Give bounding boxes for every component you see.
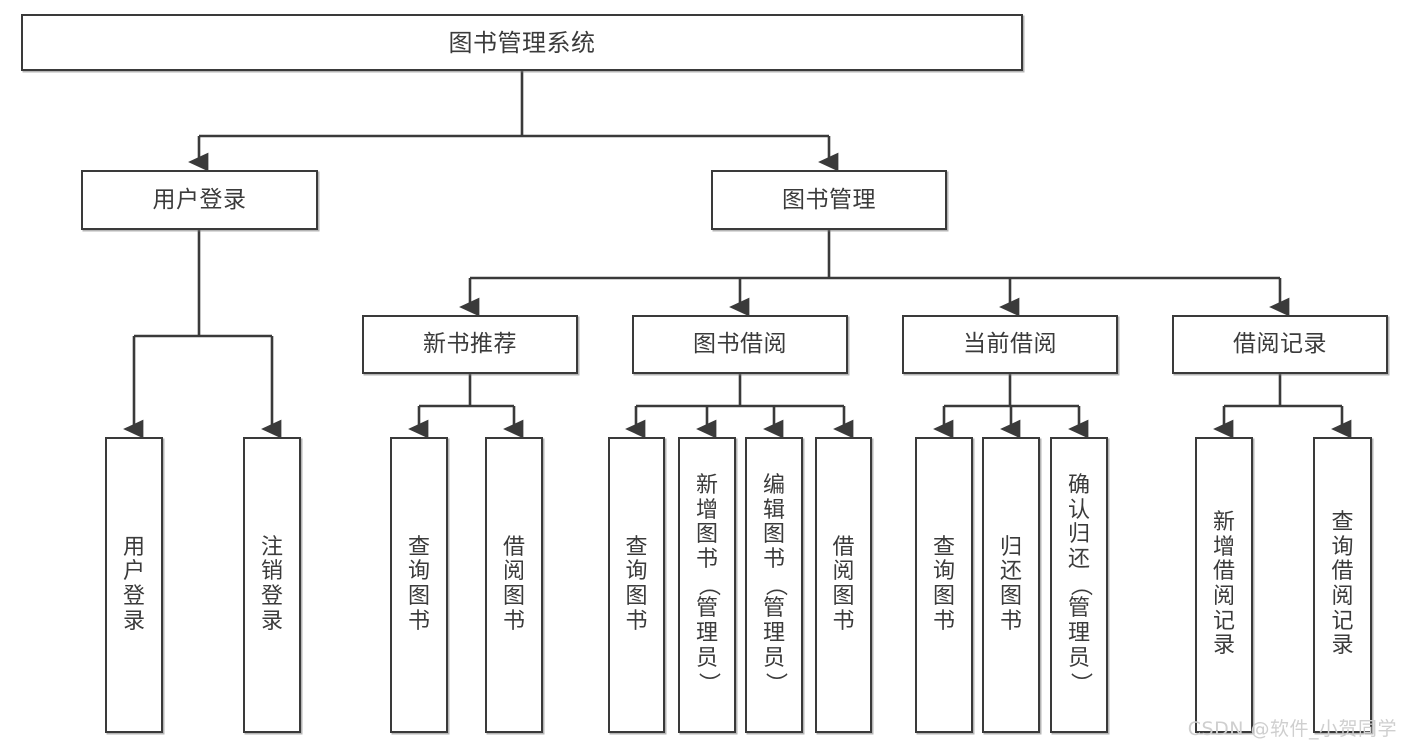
node-leaf-10-label: 确认归还（管理员） [1067, 473, 1093, 695]
node-level1-0[interactable]: 用户登录 [81, 170, 318, 230]
node-root-label: 图书管理系统 [448, 28, 596, 57]
node-leaf-11-label: 新增借阅记录 [1212, 510, 1235, 659]
node-level2-0-label: 新书推荐 [423, 331, 517, 357]
node-leaf-0-label: 用户登录 [122, 534, 145, 634]
node-root[interactable]: 图书管理系统 [21, 14, 1023, 71]
node-leaf-6-label: 编辑图书（管理员） [762, 473, 788, 695]
node-leaf-2-label: 查询图书 [407, 534, 430, 634]
node-leaf-5-label: 新增图书（管理员） [695, 473, 721, 695]
node-level2-0[interactable]: 新书推荐 [362, 315, 578, 374]
node-leaf-4-label: 查询图书 [625, 534, 648, 634]
node-level2-3[interactable]: 借阅记录 [1172, 315, 1388, 374]
node-leaf-7-label: 借阅图书 [832, 534, 855, 634]
node-level1-1-label: 图书管理 [782, 186, 876, 213]
node-leaf-12[interactable]: 查询借阅记录 [1313, 437, 1372, 733]
node-leaf-2[interactable]: 查询图书 [390, 437, 448, 733]
node-leaf-8[interactable]: 查询图书 [915, 437, 973, 733]
node-leaf-3-label: 借阅图书 [502, 534, 525, 634]
node-leaf-7[interactable]: 借阅图书 [815, 437, 872, 733]
node-leaf-10[interactable]: 确认归还（管理员） [1050, 437, 1108, 733]
node-leaf-6[interactable]: 编辑图书（管理员） [745, 437, 803, 733]
node-leaf-0[interactable]: 用户登录 [105, 437, 163, 733]
node-leaf-12-label: 查询借阅记录 [1331, 510, 1354, 659]
node-leaf-1[interactable]: 注销登录 [243, 437, 301, 733]
node-leaf-8-label: 查询图书 [932, 534, 955, 634]
node-level2-3-label: 借阅记录 [1233, 331, 1327, 357]
node-level1-0-label: 用户登录 [152, 186, 247, 213]
node-level2-2[interactable]: 当前借阅 [902, 315, 1118, 374]
node-level1-1[interactable]: 图书管理 [711, 170, 947, 230]
node-leaf-9-label: 归还图书 [999, 534, 1022, 634]
node-leaf-9[interactable]: 归还图书 [982, 437, 1040, 733]
node-level2-2-label: 当前借阅 [963, 331, 1057, 357]
node-level2-1-label: 图书借阅 [693, 331, 787, 357]
node-level2-1[interactable]: 图书借阅 [632, 315, 848, 374]
node-leaf-3[interactable]: 借阅图书 [485, 437, 543, 733]
watermark: CSDN @软件_小贺同学 [1187, 718, 1397, 740]
node-leaf-5[interactable]: 新增图书（管理员） [678, 437, 736, 733]
node-leaf-1-label: 注销登录 [260, 534, 283, 634]
node-leaf-11[interactable]: 新增借阅记录 [1195, 437, 1253, 733]
node-leaf-4[interactable]: 查询图书 [608, 437, 665, 733]
